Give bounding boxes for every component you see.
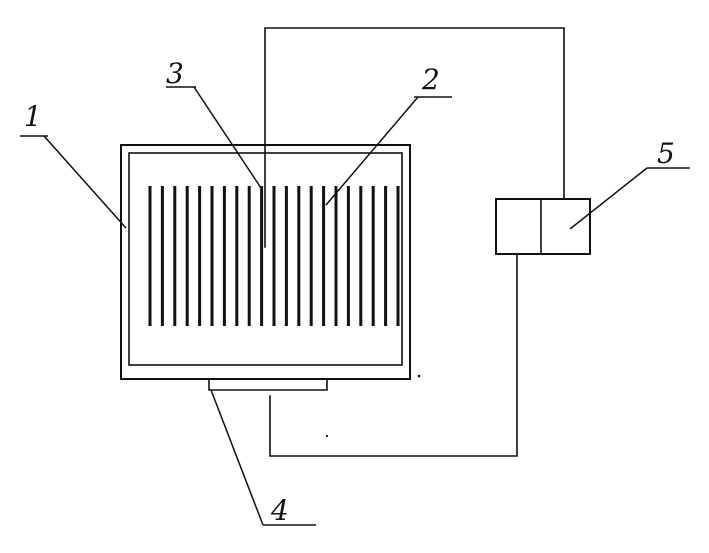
leader-4 [210,389,264,526]
tiny-dot [325,434,329,438]
label-5: 5 [657,137,675,170]
power-box [495,198,591,255]
leader-5 [569,167,648,230]
leader-2 [325,96,419,206]
corner-mark [417,374,421,378]
leader-3 [193,86,262,189]
label-4: 4 [270,494,289,527]
bottom-wire [269,253,518,457]
label-2: 2 [421,63,440,96]
label-3: 3 [166,57,184,90]
electrode-plates [148,186,400,326]
leader-1 [43,135,127,229]
base-pad [208,378,328,391]
top-wire [264,27,565,248]
label-1: 1 [24,100,42,133]
